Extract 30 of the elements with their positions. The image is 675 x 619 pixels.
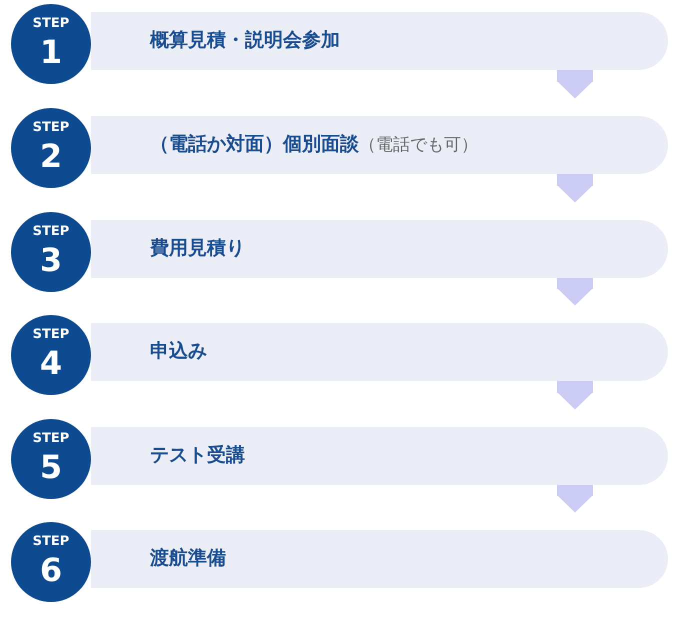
down-arrow bbox=[557, 278, 593, 306]
step-word: STEP bbox=[32, 431, 70, 446]
step-number: 6 bbox=[38, 552, 64, 588]
step-band bbox=[91, 530, 668, 588]
step-number: 2 bbox=[38, 138, 64, 174]
step-word: STEP bbox=[32, 224, 70, 239]
step-number: 5 bbox=[38, 449, 64, 485]
step-band bbox=[91, 323, 668, 381]
down-arrow bbox=[557, 485, 593, 513]
step-word: STEP bbox=[32, 534, 70, 549]
step-word: STEP bbox=[32, 327, 70, 342]
step-title: 渡航準備 bbox=[150, 547, 226, 569]
step-word: STEP bbox=[32, 120, 70, 135]
down-arrow bbox=[557, 381, 593, 410]
step-number: 1 bbox=[38, 34, 64, 70]
step-band bbox=[91, 12, 668, 70]
step-band bbox=[91, 116, 668, 174]
step-title: 概算見積・説明会参加 bbox=[150, 29, 340, 51]
step-number: 3 bbox=[38, 242, 64, 278]
step-title: 申込み bbox=[150, 340, 207, 362]
step-title: （電話か対面）個別面談 bbox=[150, 133, 359, 155]
step-title: テスト受講 bbox=[150, 444, 245, 466]
down-arrow bbox=[557, 174, 593, 203]
step-title: 費用見積り bbox=[150, 237, 245, 259]
step-number: 4 bbox=[38, 345, 64, 381]
step-band bbox=[91, 427, 668, 485]
step-word: STEP bbox=[32, 16, 70, 31]
step-band bbox=[91, 220, 668, 278]
step-note: （電話でも可） bbox=[359, 135, 478, 155]
down-arrow bbox=[557, 70, 593, 99]
